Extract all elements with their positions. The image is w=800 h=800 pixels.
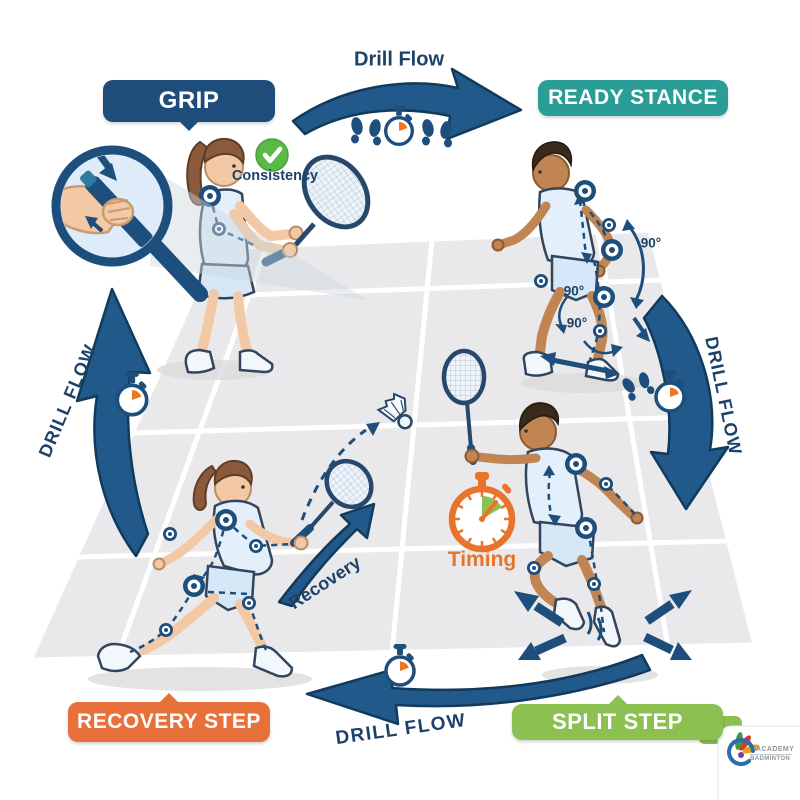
brand-logo	[698, 716, 800, 800]
drill-flow-label-top: Drill Flow	[354, 48, 444, 71]
footprints-icon	[349, 116, 383, 146]
brand-logo-divider	[750, 754, 792, 755]
stage-label-grip: GRIP	[103, 80, 275, 131]
player-ready-stance-boy	[491, 141, 657, 405]
angle-arrows	[558, 225, 645, 355]
badminton-court	[26, 227, 759, 663]
angle-label-1: 90°	[640, 235, 662, 251]
timing-stopwatch-icon	[448, 472, 516, 553]
base-width-arrow	[540, 352, 620, 379]
split-direction-arrows	[514, 590, 692, 660]
player-recovery-step-girl	[96, 458, 374, 678]
stage-label-ready-stance: READY STANCE	[538, 80, 728, 116]
stage-label-split-step: SPLIT STEP	[512, 695, 723, 740]
angle-label-3: 90°	[566, 315, 588, 331]
drill-flow-arrow-top	[291, 67, 523, 141]
shuttle-trajectory	[300, 428, 367, 521]
stage-label-recovery-step: RECOVERY STEP	[68, 693, 270, 742]
bounce-arcs	[586, 611, 603, 641]
brand-shuttle-icon	[727, 732, 760, 767]
brand-logo-line2: BADMINTON	[750, 756, 791, 762]
drill-flow-arrow-left	[75, 287, 152, 558]
consistency-label: Consistency	[231, 168, 319, 184]
angle-label-2: 90°	[563, 283, 585, 299]
timing-label: Timing	[447, 548, 517, 571]
consistency-check-icon	[255, 138, 289, 172]
grip-magnifier-icon	[51, 145, 368, 302]
brand-logo-line1: ACADEMY	[756, 746, 795, 753]
footprints-icon	[420, 118, 454, 148]
player-split-step-boy	[441, 348, 692, 660]
drill-flow-arrow-right	[642, 294, 730, 511]
player-grip-girl	[184, 137, 371, 374]
shuttlecock-icon	[376, 392, 413, 430]
recovery-arrow	[277, 502, 376, 608]
